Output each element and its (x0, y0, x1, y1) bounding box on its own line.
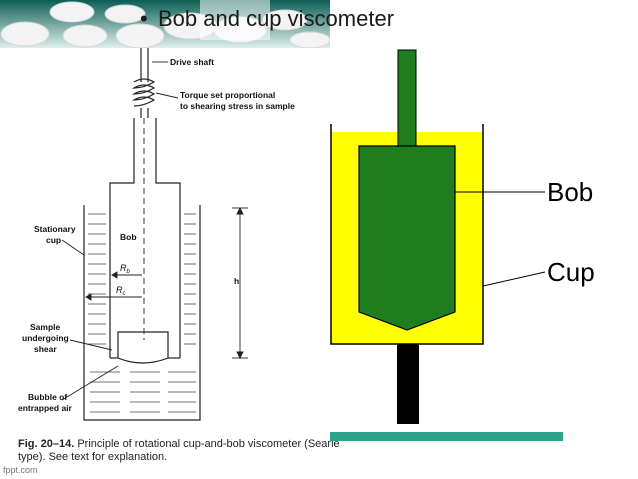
bullet-icon: • (140, 6, 148, 31)
label-bubble-1: Bubble of (28, 392, 67, 402)
figure-caption-text: Principle of rotational cup-and-bob visc… (18, 438, 340, 463)
accent-bar (330, 432, 563, 441)
slide-title-text: Bob and cup viscometer (158, 6, 395, 31)
stand (397, 344, 419, 424)
label-drive-shaft: Drive shaft (170, 57, 214, 67)
figure-number: Fig. 20–14. (18, 438, 75, 450)
footer-credit: fppt.com (3, 465, 38, 475)
label-bob-right: Bob (547, 177, 593, 207)
bob-body (358, 145, 456, 331)
label-stationary-cup-2: cup (46, 235, 61, 245)
label-torque-line2: to shearing stress in sample (180, 101, 295, 111)
label-stationary-cup-1: Stationary (34, 224, 76, 234)
bob-and-cup-schematic: Bob Cup (330, 49, 595, 441)
label-bubble-2: entrapped air (18, 403, 73, 413)
label-rb: Rb (120, 263, 131, 275)
label-cup-right: Cup (547, 257, 595, 287)
label-sample-3: shear (34, 344, 57, 354)
label-sample-1: Sample (30, 322, 61, 332)
label-sample-2: undergoing (22, 333, 69, 343)
label-rc: Rc (116, 285, 126, 297)
slide-title: • Bob and cup viscometer (140, 6, 394, 32)
label-bob: Bob (120, 232, 137, 242)
figure-caption: Fig. 20–14. Principle of rotational cup-… (18, 438, 340, 464)
searle-viscometer-diagram: Drive shaft Torque set proportional to s… (18, 48, 295, 421)
pill-banner-image (0, 0, 638, 48)
label-h: h (234, 276, 239, 286)
label-torque-line1: Torque set proportional (180, 90, 275, 100)
